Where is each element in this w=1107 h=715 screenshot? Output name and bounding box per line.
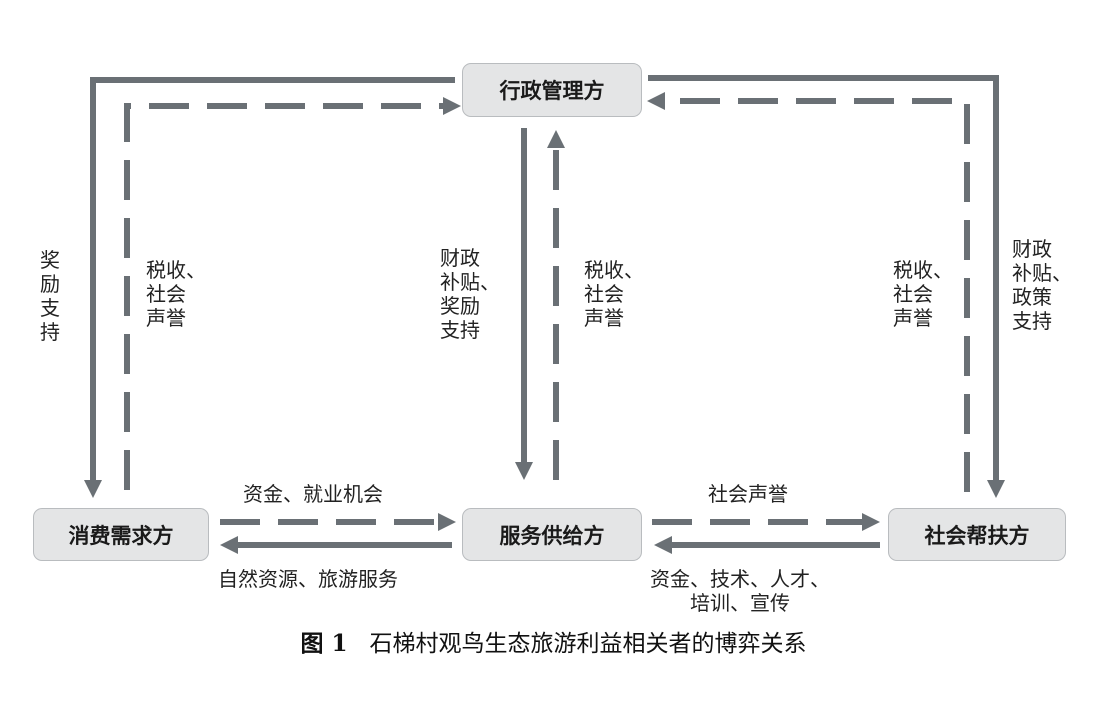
arrow-line	[665, 98, 970, 492]
arrow-admin-to-consumer	[84, 77, 455, 498]
label-provider-to-consumer: 自然资源、旅游服务	[218, 567, 398, 591]
arrowhead	[515, 462, 533, 480]
figure-caption: 图 1 石梯村观鸟生态旅游利益相关者的博弈关系	[0, 624, 1107, 658]
arrowhead	[220, 536, 238, 554]
arrowhead	[547, 130, 565, 148]
arrow-provider-to-social	[652, 513, 880, 531]
arrow-line	[124, 103, 443, 490]
figure-number: 图 1	[300, 630, 348, 657]
arrowhead	[654, 536, 672, 554]
arrowhead	[438, 513, 456, 531]
arrow-admin-to-provider	[515, 128, 533, 480]
label-social-to-admin: 税收、 社会 声誉	[893, 258, 953, 330]
arrowhead	[443, 97, 461, 115]
arrow-consumer-to-admin	[124, 97, 461, 490]
node-social: 社会帮扶方	[888, 508, 1066, 561]
label-admin-to-social: 财政 补贴、 政策 支持	[1012, 237, 1072, 333]
node-admin: 行政管理方	[462, 63, 642, 117]
label-consumer-to-provider: 资金、就业机会	[243, 482, 383, 506]
label-provider-to-social: 社会声誉	[708, 482, 788, 506]
label-admin-to-consumer: 奖 励 支 持	[40, 248, 60, 344]
arrow-consumer-to-provider	[220, 513, 456, 531]
arrowhead	[862, 513, 880, 531]
figure-title: 石梯村观鸟生态旅游利益相关者的博弈关系	[369, 631, 807, 657]
label-social-to-provider: 资金、技术、人才、 培训、宣传	[650, 567, 830, 615]
arrow-social-to-provider	[654, 536, 880, 554]
label-consumer-to-admin: 税收、 社会 声誉	[146, 258, 206, 330]
arrow-admin-to-social	[648, 75, 1005, 498]
arrow-provider-to-admin	[547, 130, 565, 480]
label-provider-to-admin: 税收、 社会 声誉	[584, 258, 644, 330]
arrow-provider-to-consumer	[220, 536, 452, 554]
node-consumer: 消费需求方	[33, 508, 209, 561]
arrowhead	[987, 480, 1005, 498]
arrow-line	[648, 75, 999, 480]
arrowhead	[647, 92, 665, 110]
label-admin-to-provider: 财政 补贴、 奖励 支持	[440, 246, 500, 342]
node-provider: 服务供给方	[462, 508, 642, 561]
arrow-line	[90, 77, 455, 480]
arrow-social-to-admin	[647, 92, 970, 492]
arrowhead	[84, 480, 102, 498]
